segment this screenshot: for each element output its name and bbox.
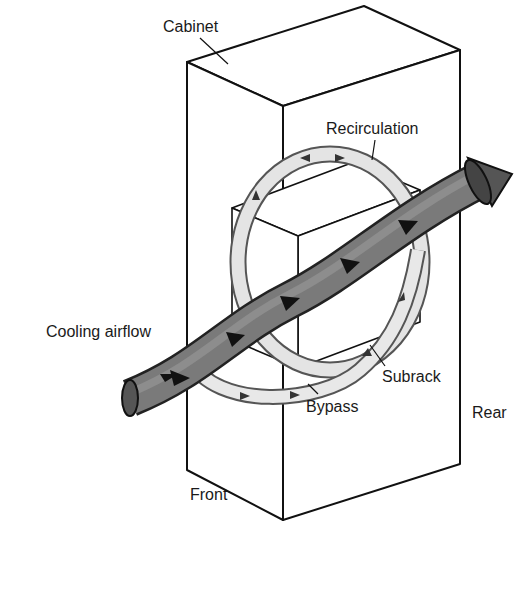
part-label: Rear xyxy=(472,404,507,422)
part-label: Front xyxy=(190,486,227,504)
part-label: Cooling airflow xyxy=(46,323,151,341)
part-label: Bypass xyxy=(306,398,358,416)
part-label: Cabinet xyxy=(163,18,218,36)
part-label: Recirculation xyxy=(326,120,418,138)
part-label: Subrack xyxy=(382,368,441,386)
